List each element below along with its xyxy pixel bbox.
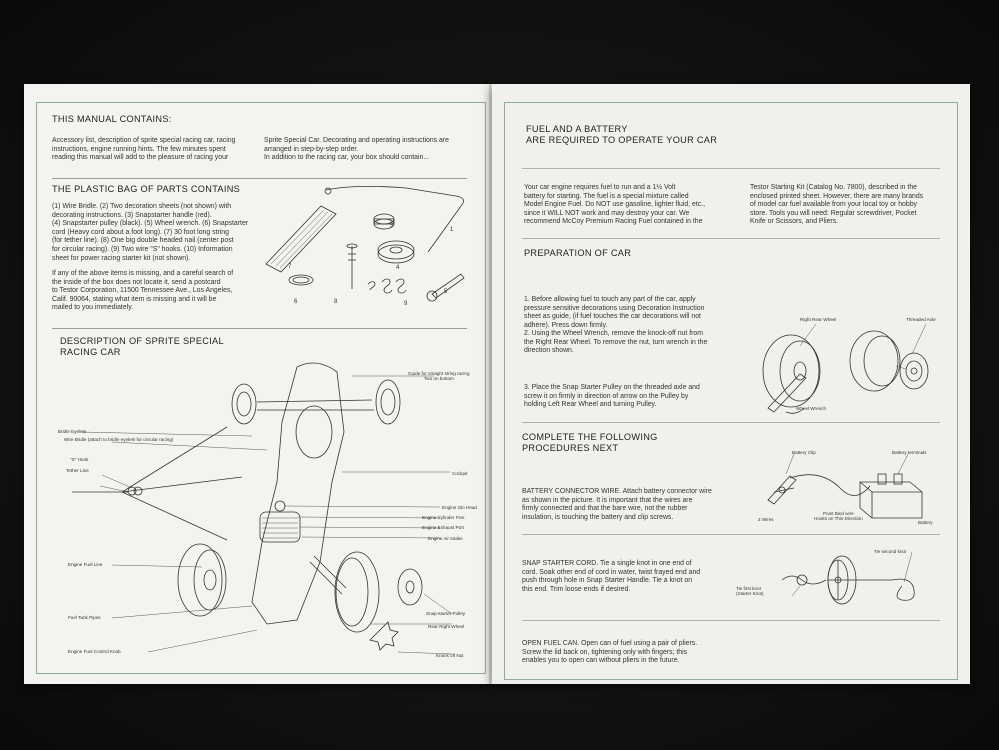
snapstarter-pulley (377, 240, 415, 264)
divider (52, 178, 467, 179)
part-number-1: 1 (450, 227, 454, 233)
fuel-heading: FUEL AND A BATTERY ARE REQUIRED TO OPERA… (526, 124, 718, 145)
prep-step-2: 2. Using the Wheel Wrench, remove the kn… (524, 330, 708, 355)
prep-heading: PREPARATION OF CAR (524, 248, 632, 258)
label-tie-second-knot: Tie second knot (874, 549, 907, 554)
label-2-wires: 2 Wires (758, 517, 774, 522)
threaded-axle-drawing (849, 330, 929, 392)
battery-connector-illustration (767, 453, 923, 519)
leader-lines (81, 375, 453, 655)
knock-off-nut (369, 621, 399, 651)
wheel-wrench (426, 273, 465, 302)
fuel-text-col1: Your car engine requires fuel to run and… (524, 184, 706, 226)
battery-drawing (859, 473, 923, 519)
label-tie-first-knot: Tie first knot (Starter Knot) (736, 586, 764, 597)
label-engine-cylinder-fins: Engine Cylinder Fins (422, 515, 465, 520)
battery-connector-text: BATTERY CONNECTOR WIRE. Attach battery c… (522, 488, 712, 521)
snapstarter-handle (373, 213, 395, 230)
snap-starter-cord-illustration (781, 551, 915, 605)
divider (52, 328, 467, 329)
page-border (504, 102, 958, 680)
race-car-illustration (72, 362, 453, 655)
part-number-9: 9 (404, 301, 408, 307)
open-fuel-can-text: OPEN FUEL CAN. Open can of fuel using a … (522, 640, 698, 665)
parts-missing-text: If any of the above items is missing, an… (52, 270, 234, 312)
label-cockpit: Cockpit (452, 471, 468, 476)
prep-step-3: 3. Place the Snap Starter Pulley on the … (524, 384, 700, 409)
label-engine-air-intake: Engine Air Intake (428, 536, 463, 541)
snap-starter-cord-text: SNAP STARTER CORD. Tie a single knot in … (522, 560, 701, 593)
label-wire-bridle: Wire Bridle (attach to bridle eyelets fo… (64, 437, 174, 442)
tether-string-coil (265, 205, 337, 273)
parts-heading: THE PLASTIC BAG OF PARTS CONTAINS (52, 184, 241, 194)
left-page: THIS MANUAL CONTAINS: Accessory list, de… (24, 84, 492, 684)
cord-with-first-knot (781, 575, 827, 585)
wire-bridle (324, 186, 464, 253)
divider (522, 534, 940, 535)
wheel-wrench-illustration (762, 323, 929, 414)
parts-illustration (265, 186, 465, 302)
connector-wire (789, 474, 871, 496)
contains-text-col2: Sprite Special Car. Decorating and opera… (264, 137, 450, 162)
label-knock-off-nut: Knock off Nut (436, 653, 464, 658)
label-fuel-tank-pipes: Fuel Tank Pipes (68, 615, 101, 620)
car-body (251, 362, 374, 625)
part-number-4: 4 (396, 265, 400, 271)
part-number-8: 8 (334, 299, 338, 305)
bridle-and-tether (72, 426, 243, 541)
label-bridle-eyelets: Bridle Eyelets (58, 429, 87, 434)
engine (259, 500, 301, 543)
label-engine-glo-head: Engine Glo Head (442, 505, 477, 510)
center-post-nail (346, 243, 358, 289)
label-guide: Guide for straight string racing Two on … (408, 371, 470, 382)
label-s-hook: "S" Hook (70, 457, 89, 462)
part-number-5: 5 (444, 289, 448, 295)
fuel-text-col2: Testor Starting Kit (Catalog No. 7800), … (750, 184, 924, 226)
label-threaded-axle: Threaded Axle (906, 317, 936, 322)
label-battery-terminals: Battery terminals (892, 450, 927, 455)
label-hooks-direction: Point Bind wire Hooks on This Direction (814, 511, 863, 522)
procedures-heading: COMPLETE THE FOLLOWING PROCEDURES NEXT (522, 432, 658, 453)
page-border (36, 102, 486, 674)
divider (522, 238, 940, 239)
description-heading: DESCRIPTION OF SPRITE SPECIAL RACING CAR (60, 336, 224, 357)
cord-with-second-knot (848, 578, 915, 601)
parts-list-text: (1) Wire Bridle. (2) Two decoration shee… (52, 203, 249, 262)
label-right-rear-wheel: Right Rear Wheel (800, 317, 837, 322)
s-hooks (367, 278, 407, 294)
label-engine-exhaust-port: Engine Exhaust Port (422, 525, 464, 530)
label-rear-right-wheel: Rear Right Wheel (428, 624, 465, 629)
label-engine-fuel-control-knob: Engine Fuel Control Knob (68, 649, 121, 654)
label-snap-starter-pulley: Snap-starter Pulley (426, 611, 466, 616)
contains-heading: THIS MANUAL CONTAINS: (52, 114, 172, 124)
divider (522, 168, 940, 169)
label-tether-line: Tether Line (66, 468, 89, 473)
label-engine-fuel-line: Engine Fuel Line (68, 562, 103, 567)
divider (522, 620, 940, 621)
battery-clip-drawing (767, 475, 797, 505)
part-number-3: 3 (390, 223, 394, 229)
front-wheels (231, 379, 401, 425)
contains-text-col1: Accessory list, description of sprite sp… (52, 137, 236, 162)
snapstarter-cord (288, 274, 314, 286)
prep-step-1: 1. Before allowing fuel to touch any par… (524, 296, 705, 329)
right-rear-wheel-drawing (762, 334, 821, 414)
part-number-6: 6 (294, 299, 298, 305)
rear-wheels (177, 543, 423, 633)
divider (522, 422, 940, 423)
label-battery: Battery (918, 520, 933, 525)
label-wheel-wrench: Wheel Wrench (796, 406, 827, 411)
part-number-7: 7 (288, 264, 292, 270)
right-page: FUEL AND A BATTERY ARE REQUIRED TO OPERA… (492, 84, 970, 684)
label-battery-clip: Battery Clip (792, 450, 816, 455)
